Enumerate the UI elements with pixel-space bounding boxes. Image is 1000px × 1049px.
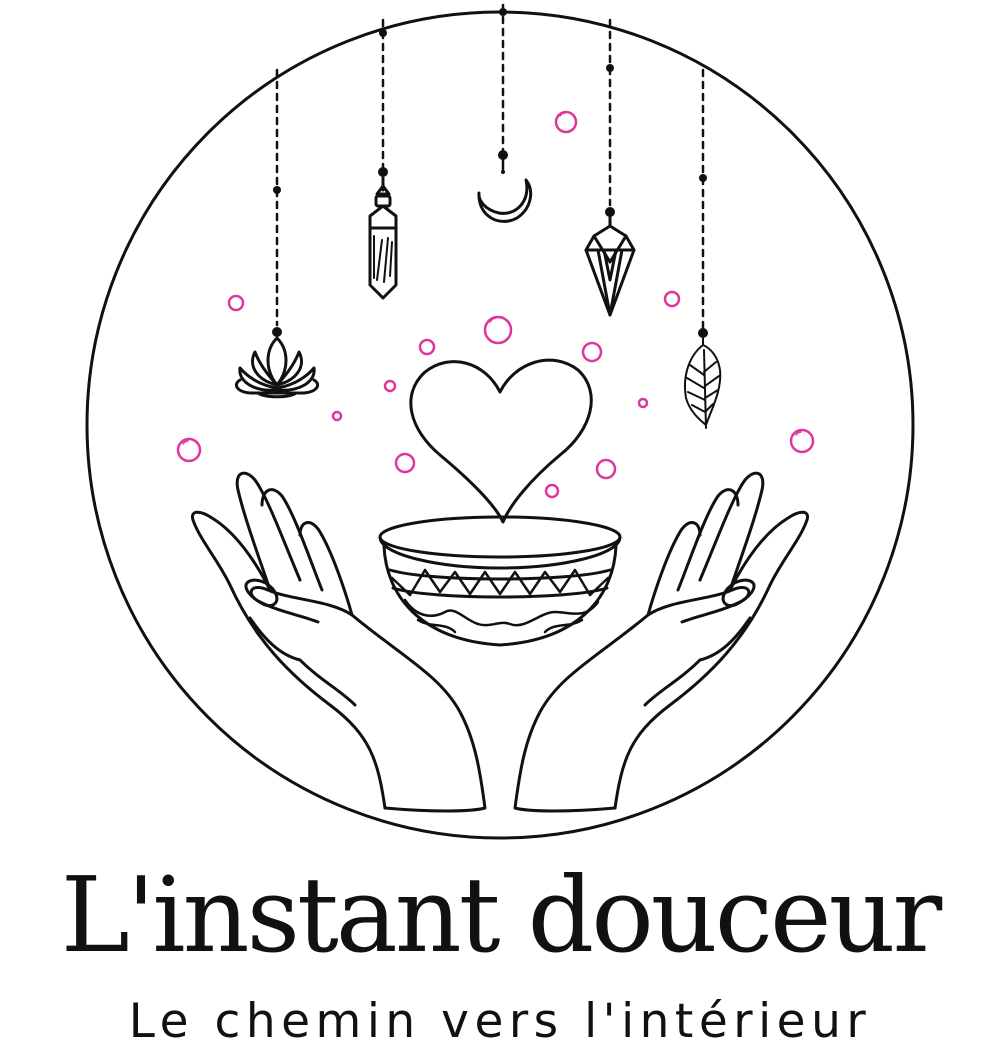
- crescent-moon-icon: [477, 178, 533, 223]
- singing-bowl-icon: [378, 515, 622, 647]
- pendulum-icon: [584, 213, 636, 317]
- brand-name: L'instant douceur: [60, 854, 943, 976]
- open-hands-icon: [513, 471, 810, 813]
- logo-emblem: [85, 3, 915, 840]
- feather-icon: [684, 337, 722, 429]
- crystal-pendant-icon: [368, 176, 398, 300]
- tagline: Le chemin vers l'intérieur: [128, 994, 872, 1049]
- circle-emblem: [85, 10, 915, 840]
- bubbles-decoration: [176, 110, 815, 499]
- lotus-icon: [234, 336, 320, 399]
- hanging-strings: [275, 3, 705, 332]
- open-hands-icon: [190, 471, 487, 813]
- heart-icon: [409, 358, 593, 524]
- string-beads: [272, 8, 708, 338]
